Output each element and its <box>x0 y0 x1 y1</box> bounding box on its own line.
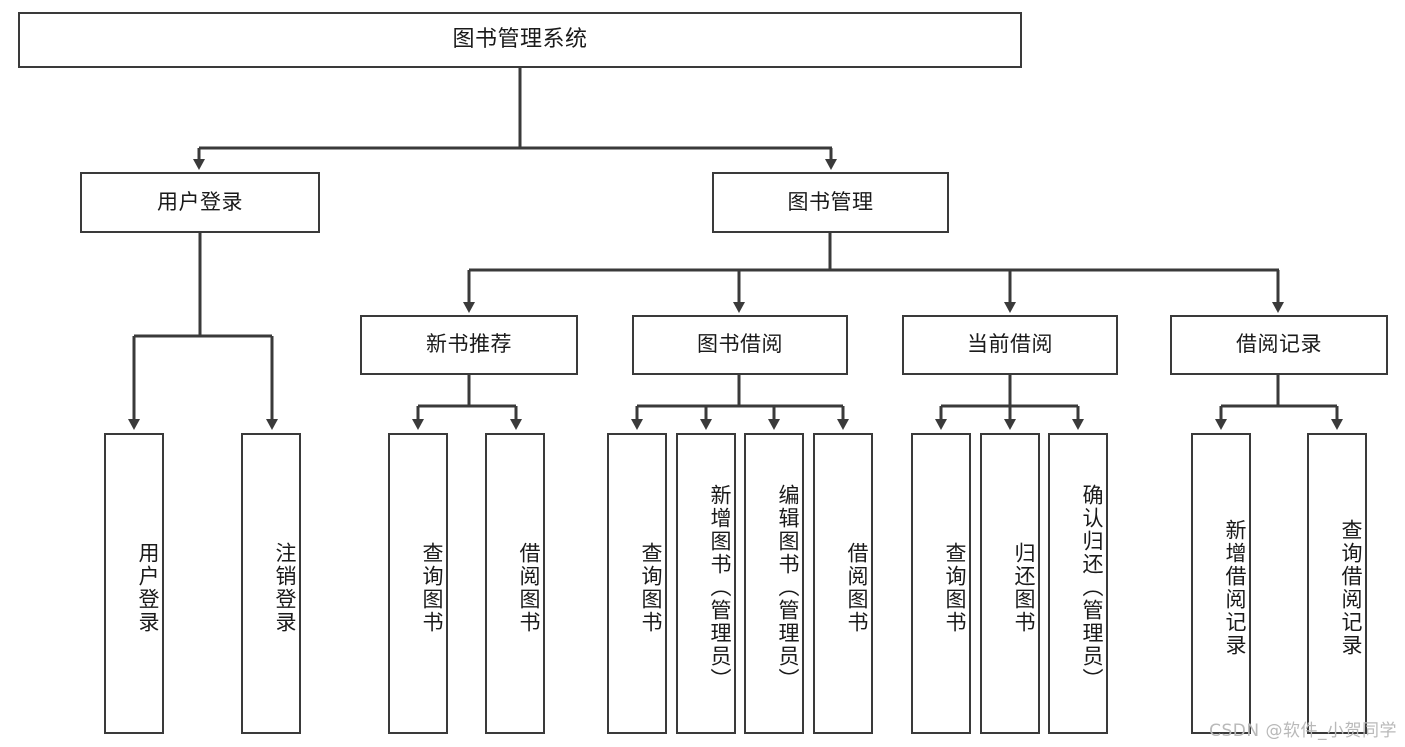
leaf-borrow-add-book-admin[interactable]: 新增图书（管理员） <box>676 433 736 734</box>
leaf-records-add-record[interactable]: 新增借阅记录 <box>1191 433 1251 734</box>
leaf-label: 新增图书（管理员） <box>708 484 732 691</box>
leaf-borrow-borrow-book[interactable]: 借阅图书 <box>813 433 873 734</box>
leaf-label: 查询图书 <box>420 541 444 634</box>
leaf-label: 归还图书 <box>1012 541 1036 634</box>
node-user-login[interactable]: 用户登录 <box>80 172 320 233</box>
node-book-borrow[interactable]: 图书借阅 <box>632 315 848 375</box>
leaf-label: 借阅图书 <box>845 541 869 634</box>
leaf-label: 借阅图书 <box>517 541 541 634</box>
leaf-label: 新增借阅记录 <box>1223 518 1247 657</box>
leaf-label: 查询图书 <box>639 541 663 634</box>
csdn-watermark: CSDN @软件_小贺同学 <box>1209 721 1397 741</box>
leaf-label: 注销登录 <box>273 541 297 634</box>
leaf-current-confirm-return-admin[interactable]: 确认归还（管理员） <box>1048 433 1108 734</box>
leaf-current-return-book[interactable]: 归还图书 <box>980 433 1040 734</box>
node-borrow-records[interactable]: 借阅记录 <box>1170 315 1388 375</box>
node-current-borrow[interactable]: 当前借阅 <box>902 315 1118 375</box>
leaf-label: 编辑图书（管理员） <box>776 484 800 691</box>
leaf-borrow-query-book[interactable]: 查询图书 <box>607 433 667 734</box>
leaf-label: 查询借阅记录 <box>1339 518 1363 657</box>
node-root-system[interactable]: 图书管理系统 <box>18 12 1022 68</box>
leaf-current-query-book[interactable]: 查询图书 <box>911 433 971 734</box>
leaf-user-login-signout[interactable]: 注销登录 <box>241 433 301 734</box>
leaf-label: 查询图书 <box>943 541 967 634</box>
leaf-label: 用户登录 <box>136 541 160 634</box>
leaf-recommend-query-book[interactable]: 查询图书 <box>388 433 448 734</box>
leaf-records-query-record[interactable]: 查询借阅记录 <box>1307 433 1367 734</box>
leaf-borrow-edit-book-admin[interactable]: 编辑图书（管理员） <box>744 433 804 734</box>
leaf-recommend-borrow-book[interactable]: 借阅图书 <box>485 433 545 734</box>
leaf-user-login-signin[interactable]: 用户登录 <box>104 433 164 734</box>
leaf-label: 确认归还（管理员） <box>1080 484 1104 691</box>
node-book-management[interactable]: 图书管理 <box>712 172 949 233</box>
node-new-book-recommend[interactable]: 新书推荐 <box>360 315 578 375</box>
